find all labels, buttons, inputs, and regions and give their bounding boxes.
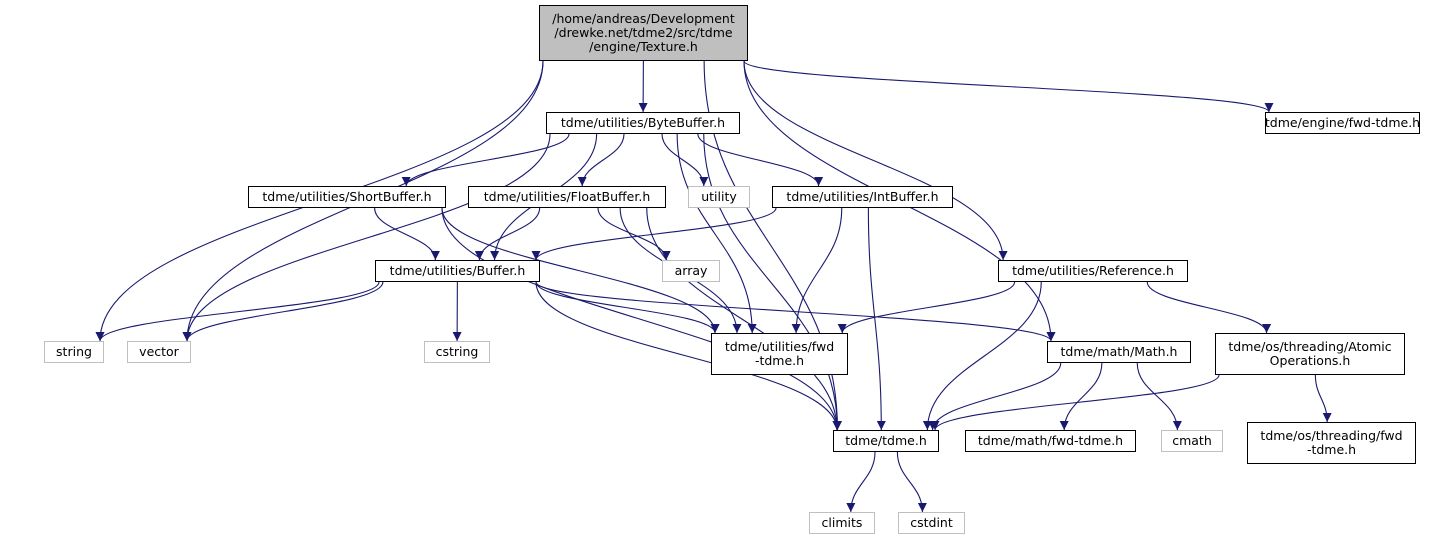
node-label-line: /engine/Texture.h [589, 39, 698, 54]
node-label-line: -tdme.h [1306, 442, 1357, 457]
node-label-line: tdme/utilities/IntBuffer.h [786, 189, 939, 204]
node-label-line: tdme/tdme.h [845, 433, 927, 448]
edge-tdme-to-cstdint [896, 451, 927, 513]
edge-bytebuffer-to-utility [661, 133, 709, 187]
node-buffer[interactable]: tdme/utilities/Buffer.h [375, 260, 540, 282]
node-array: array [662, 260, 720, 282]
edge-atomic-to-threadfwd [1314, 374, 1332, 423]
node-label-line: tdme/engine/fwd-tdme.h [1264, 115, 1421, 130]
edge-shortbuffer-to-utilfwd [441, 207, 720, 334]
edge-layer [95, 60, 1332, 513]
node-enginefwd[interactable]: tdme/engine/fwd-tdme.h [1265, 112, 1420, 134]
node-shortbuffer[interactable]: tdme/utilities/ShortBuffer.h [248, 186, 446, 208]
edge-intbuffer-to-buffer [531, 207, 777, 261]
edge-reference-to-atomic [1146, 281, 1272, 334]
edge-intbuffer-to-tdme [867, 207, 886, 431]
edge-floatbuffer-to-array [597, 207, 671, 261]
edge-floatbuffer-to-buffer [474, 207, 541, 261]
edge-shortbuffer-to-buffer [374, 207, 440, 261]
edge-texture-to-reference [743, 60, 1008, 261]
edge-buffer-to-string [95, 281, 380, 342]
edge-bytebuffer-to-floatbuffer [577, 133, 625, 187]
edge-atomic-to-tdme [930, 374, 1220, 431]
node-vector: vector [127, 341, 191, 363]
node-label-line: utility [701, 189, 737, 204]
node-label-line: tdme/utilities/ShortBuffer.h [262, 189, 432, 204]
edge-buffer-to-math [535, 281, 1056, 342]
edge-bytebuffer-to-intbuffer [697, 133, 824, 187]
edge-floatbuffer-to-tdme [646, 207, 842, 431]
node-label-line: string [56, 344, 92, 359]
node-threadfwd[interactable]: tdme/os/threading/fwd-tdme.h [1247, 422, 1416, 464]
edge-bytebuffer-to-utilfwd [676, 133, 757, 334]
node-cmath: cmath [1161, 430, 1223, 452]
node-label-line: -tdme.h [754, 353, 805, 368]
edge-reference-to-utilfwd [837, 281, 1016, 334]
node-label-line: tdme/os/threading/fwd [1260, 428, 1403, 443]
node-utilfwd[interactable]: tdme/utilities/fwd-tdme.h [711, 333, 848, 375]
node-floatbuffer[interactable]: tdme/utilities/FloatBuffer.h [468, 186, 666, 208]
node-utility: utility [688, 186, 750, 208]
edge-bytebuffer-to-vector [182, 133, 551, 342]
node-label-line: array [674, 263, 708, 278]
node-label-line: tdme/utilities/Reference.h [1012, 263, 1174, 278]
node-label-line: tdme/utilities/FloatBuffer.h [483, 189, 651, 204]
edge-intbuffer-to-utilfwd [791, 207, 843, 334]
node-label-line: tdme/utilities/fwd [724, 339, 835, 354]
node-label-line: Operations.h [1269, 353, 1351, 368]
node-label-line: vector [139, 344, 179, 359]
node-label-line: cstdint [910, 515, 953, 530]
node-math[interactable]: tdme/math/Math.h [1047, 341, 1191, 363]
node-texture[interactable]: /home/andreas/Development/drewke.net/tdm… [539, 5, 748, 61]
edge-reference-to-tdme [922, 281, 1042, 431]
node-tdme[interactable]: tdme/tdme.h [833, 430, 939, 452]
node-label-line: /drewke.net/tdme2/src/tdme [554, 25, 733, 40]
node-label-line: /home/andreas/Development [552, 11, 735, 26]
node-cstdint: cstdint [898, 512, 965, 534]
edge-math-to-cmath [1136, 362, 1182, 431]
edge-bytebuffer-to-shortbuffer [401, 133, 570, 187]
node-bytebuffer[interactable]: tdme/utilities/ByteBuffer.h [546, 112, 740, 134]
node-label-line: tdme/utilities/Buffer.h [389, 263, 526, 278]
node-label-line: cstring [435, 344, 479, 359]
node-label-line: tdme/math/fwd-tdme.h [977, 433, 1124, 448]
node-label-line: climits [821, 515, 863, 530]
node-climits: climits [809, 512, 875, 534]
node-label-line: tdme/math/Math.h [1060, 344, 1178, 359]
node-label-line: tdme/os/threading/Atomic [1228, 339, 1392, 354]
node-label-line: tdme/utilities/ByteBuffer.h [560, 115, 726, 130]
node-mathfwd[interactable]: tdme/math/fwd-tdme.h [965, 430, 1136, 452]
node-reference[interactable]: tdme/utilities/Reference.h [998, 260, 1188, 282]
edge-bytebuffer-to-tdme [703, 133, 842, 431]
edge-buffer-to-utilfwd [535, 281, 720, 334]
edge-tdme-to-climits [846, 451, 876, 513]
edge-texture-to-enginefwd [743, 60, 1274, 113]
edge-buffer-to-vector [182, 281, 384, 342]
node-label-line: cmath [1172, 433, 1212, 448]
node-cstring: cstring [424, 341, 490, 363]
node-string: string [44, 341, 104, 363]
edge-math-to-tdme [928, 362, 1062, 431]
edge-math-to-mathfwd [1059, 362, 1103, 431]
edge-buffer-to-tdme [535, 281, 842, 431]
node-intbuffer[interactable]: tdme/utilities/IntBuffer.h [772, 186, 953, 208]
edge-shortbuffer-to-tdme [441, 207, 842, 431]
